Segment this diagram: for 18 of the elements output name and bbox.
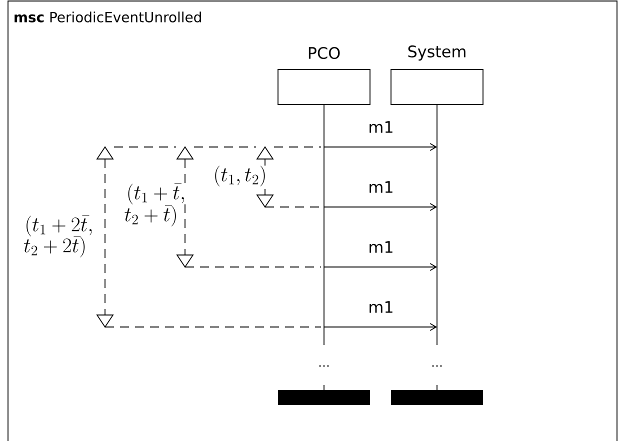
continuation-dots: … (432, 365, 442, 367)
instance-name: System (408, 45, 466, 61)
diagram-title: msc PeriodicEventUnrolled (14, 12, 201, 22)
message-arrow (324, 203, 437, 211)
instance-name: PCO (308, 46, 340, 60)
constraint-label: $(t_1,t_2)$ (213, 166, 267, 186)
continuation-dots: … (319, 365, 329, 367)
constraint-label: $(t_1+\bar{t},$ (126, 183, 186, 204)
message-arrow (324, 323, 437, 331)
edge-label: m1 (370, 121, 392, 133)
message-arrow (324, 263, 437, 271)
message-arrow (324, 143, 437, 151)
constraint-label: $t_2+\bar{t})$ (124, 205, 178, 226)
edge-label: m1 (370, 181, 392, 193)
edge-label: m1 (370, 241, 392, 253)
constraint-label: $t_2+2\bar{t})$ (24, 236, 86, 258)
constraint-label: $(t_1+2\bar{t},$ (24, 215, 94, 236)
edge-label: m1 (370, 301, 392, 313)
